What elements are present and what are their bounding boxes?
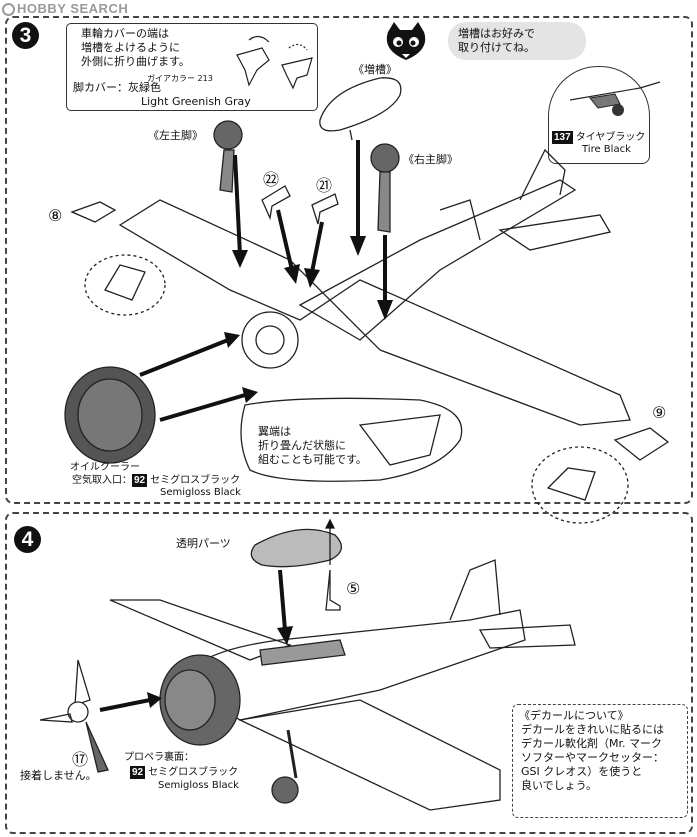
part-9-label: ⑨ — [652, 403, 667, 422]
prop-semigloss-en: Semigloss Black — [158, 780, 239, 791]
wheel-cover-sketch — [236, 35, 313, 90]
drop-tank-label: 《増槽》 — [353, 63, 397, 76]
part-22-label: ㉒ — [263, 170, 280, 189]
decal-note-box: 《デカールについて》 デカールをきれいに貼るには デカール軟化剤（Mr. マーク… — [512, 704, 688, 818]
paint-label-en: Light Greenish Gray — [141, 95, 251, 108]
tire-black-code: 137 — [552, 131, 573, 144]
prop-semigloss-code: 92 — [130, 766, 146, 779]
watermark-logo-icon — [2, 3, 15, 16]
no-glue-label: 接着しません。 — [20, 769, 97, 782]
paint-label: 脚カバー：灰緑色 — [73, 81, 161, 94]
part-5-label: ⑤ — [346, 579, 361, 598]
cat-mascot-icon — [386, 22, 426, 60]
step3-panel — [5, 16, 693, 504]
watermark: HOBBY SEARCH — [2, 1, 128, 16]
oil-cooler-label: オイルクーラー — [70, 462, 140, 473]
wheel-cover-note: 車輪カバーの端は 増槽をよけるように 外側に折り曲げます。 — [81, 27, 190, 68]
tail-wheel-detail — [548, 66, 650, 164]
decal-note-text: デカールをきれいに貼るには デカール軟化剤（Mr. マーク ソフターやマークセッ… — [521, 723, 664, 792]
semigloss-black-code: 92 — [132, 474, 148, 487]
tire-black-en: Tire Black — [582, 144, 631, 155]
semigloss-black-en: Semigloss Black — [160, 487, 241, 498]
clear-parts-label: 透明パーツ — [176, 537, 231, 550]
step4-panel — [5, 512, 693, 834]
decal-note-title: 《デカールについて》 — [519, 709, 629, 722]
step4-number: 4 — [14, 526, 41, 553]
part-21-label: ㉑ — [316, 176, 333, 195]
part-17-label: ⑰ — [72, 750, 89, 769]
paint-small-label: ガイアカラー 213 — [147, 74, 213, 83]
step3-aircraft-illustration — [64, 77, 670, 524]
part-8-label: ⑧ — [48, 206, 63, 225]
right-main-gear-label: 《右主脚》 — [403, 153, 458, 166]
wing-fold-note: 翼端は 折り畳んだ状態に 組むことも可能です。 — [258, 425, 367, 466]
tail-wheel-sketch — [569, 81, 661, 116]
wheel-cover-callout: 車輪カバーの端は 増槽をよけるように 外側に折り曲げます。 ガイアカラー 213… — [66, 23, 318, 111]
prop-back-label: プロペラ裏面： — [124, 752, 194, 763]
left-main-gear-label: 《左主脚》 — [148, 129, 203, 142]
drop-tank-tip-bubble: 増槽はお好みで 取り付けてね。 — [448, 22, 586, 60]
step3-number: 3 — [12, 22, 39, 49]
